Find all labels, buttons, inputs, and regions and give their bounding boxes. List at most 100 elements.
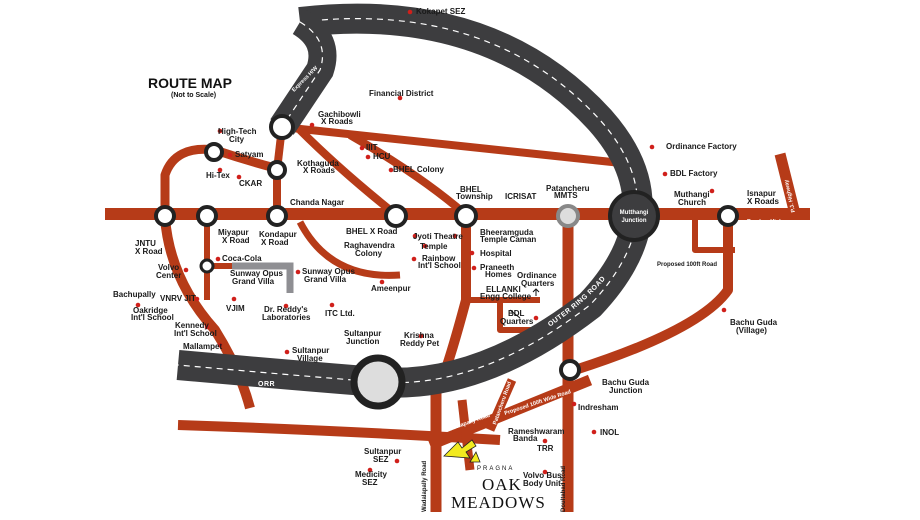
label-vnrvjit: VNRV JIT <box>160 294 196 303</box>
label-mallampet: Mallampet <box>183 342 222 351</box>
outer-ring-road <box>176 3 653 398</box>
label-praneeth-2: Homes <box>485 270 512 279</box>
label-kothaguda-2: X Roads <box>303 166 336 175</box>
junction-mutthangi <box>608 190 660 242</box>
label-hitech-1: High-Tech <box>218 127 257 136</box>
road-gachibowli-bhel-x <box>297 127 398 218</box>
label-hcu: HCU <box>373 152 391 161</box>
label-bheeramguda-2: Temple Caman <box>480 235 536 244</box>
label-bhel-township-2: Township <box>456 192 493 201</box>
label-rameshwaram-1: Rameshwaram <box>508 427 564 436</box>
label-sunway1-1: Sunway Opus <box>230 269 283 278</box>
proposed-100ft-label: Proposed 100ft Road <box>657 262 717 268</box>
road-gachibowli-ordnance <box>281 123 641 169</box>
label-chanda-nagar: Chanda Nagar <box>290 198 344 207</box>
project-pointer-icon <box>443 439 481 463</box>
label-sultanpur-sez-2: SEZ <box>373 455 389 464</box>
road-kondapur-ameenpur <box>296 220 401 279</box>
road-pj-highway <box>774 152 801 216</box>
junction-miyapur <box>196 205 218 227</box>
mutthangi-label-1: Mutthangi <box>620 210 649 216</box>
junction-bhel-township <box>454 204 478 228</box>
road-nanda <box>457 399 475 471</box>
junction-bachu-guda <box>559 359 581 381</box>
label-bachu-guda-jn-2: Junction <box>609 386 642 395</box>
road-patancheru-project <box>485 378 517 432</box>
label-satyam: Satyam <box>235 150 263 159</box>
label-hospital: Hospital <box>480 249 512 258</box>
bombay-highway-label: Bombay Highway <box>747 219 794 225</box>
place-labels: Kokapet SEZ Financial District Gachibowl… <box>113 7 780 488</box>
label-inol: INOL <box>600 428 619 437</box>
label-rameshwaram-2: Banda <box>513 434 538 443</box>
brand-meadows: MEADOWS <box>451 493 546 512</box>
sunway-blocks <box>232 262 294 293</box>
label-krishna-2: Reddy Pet <box>400 339 439 348</box>
label-bhel-x: BHEL X Road <box>346 227 398 236</box>
road-muthangi-church <box>692 214 735 253</box>
label-praneeth-1: Praneeth <box>480 263 514 272</box>
label-miyapur-1: Miyapur <box>218 228 249 237</box>
label-gachibowli-2: X Roads <box>321 117 354 126</box>
label-kothaguda-1: Kothaguda <box>297 159 339 168</box>
label-muthangi-church-1: Muthangi <box>674 190 710 199</box>
label-raghavendra-2: Colony <box>355 249 383 258</box>
junction-isnapur <box>717 205 739 227</box>
label-indresham: Indresham <box>578 403 618 412</box>
label-kennedy-2: Int'l School <box>174 329 217 338</box>
label-sultanpur-village-2: Village <box>297 354 323 363</box>
label-trr: TRR <box>537 444 554 453</box>
label-hitex: Hi-Tex <box>206 171 230 180</box>
junction-kondapur <box>266 205 288 227</box>
label-medicity-2: SEZ <box>362 478 378 487</box>
pointer-arrows <box>509 288 540 319</box>
proposed-100ft-wide-label: Proposed 100ft Wide Road <box>504 389 572 417</box>
junction-bhel-x <box>384 204 408 228</box>
label-jntu-1: JNTU <box>135 239 156 248</box>
label-sunway1-2: Grand Villa <box>232 277 275 286</box>
label-dr-reddys-2: Laboratories <box>262 313 311 322</box>
label-ordnance-quarters-1: Ordinance <box>517 271 557 280</box>
label-oakridge-1: Oakridge <box>133 306 168 315</box>
junctions <box>154 114 739 410</box>
junction-hitech <box>204 142 224 162</box>
label-ellanki-2: Engg College <box>480 292 532 301</box>
label-coca-cola: Coca-Cola <box>222 254 262 263</box>
label-temple: Temple <box>420 242 448 251</box>
mutthangi-label-2: Junction <box>622 218 647 224</box>
label-bachu-guda-village-1: Bachu Guda <box>730 318 778 327</box>
label-kennedy-1: Kennedy <box>175 321 209 330</box>
label-ellanki-1: ELLANKI <box>486 285 521 294</box>
label-miyapur-2: X Road <box>222 236 250 245</box>
doultabad-road-label: Doultabad Road <box>561 466 567 512</box>
junction-gachibowli <box>269 114 295 140</box>
label-krishna-1: Krishna <box>404 331 434 340</box>
label-sultanpur-jn-2: Junction <box>346 337 379 346</box>
label-bachu-guda-jn-1: Bachu Guda <box>602 378 650 387</box>
label-sunway2-1: Sunway Opus <box>302 267 355 276</box>
label-volvo-center-1: Volvo <box>158 263 179 272</box>
label-isnapur-1: Isnapur <box>747 189 776 198</box>
label-muthangi-church-2: Church <box>678 198 706 207</box>
label-isnapur-2: X Roads <box>747 197 780 206</box>
label-sunway2-2: Grand Villa <box>304 275 347 284</box>
junction-patancheru <box>556 204 580 228</box>
label-sultanpur-jn-1: Sultanpur <box>344 329 381 338</box>
junction-volvo <box>199 258 215 274</box>
wadalapally-road-label-1: Wadalapally Road <box>422 460 428 512</box>
label-bdl-quarters-1: BDL <box>508 309 525 318</box>
label-ckar: CKAR <box>239 179 262 188</box>
map-subtitle: (Not to Scale) <box>171 92 216 99</box>
label-rainbow-1: Rainbow <box>422 254 456 263</box>
label-kondapur-2: X Road <box>261 238 289 247</box>
label-oakridge-2: Int'l School <box>131 313 174 322</box>
road-isnapur-bachuguda <box>573 218 733 375</box>
label-volvo-center-2: Center <box>156 271 181 280</box>
label-bhel-township-1: BHEL <box>460 185 482 194</box>
label-sultanpur-sez-1: Sultanpur <box>364 447 401 456</box>
label-patancheru-2: MMTS <box>554 191 578 200</box>
label-dr-reddys-1: Dr. Reddy's <box>264 305 308 314</box>
label-financial: Financial District <box>369 89 434 98</box>
label-sultanpur-village-1: Sultanpur <box>292 346 329 355</box>
